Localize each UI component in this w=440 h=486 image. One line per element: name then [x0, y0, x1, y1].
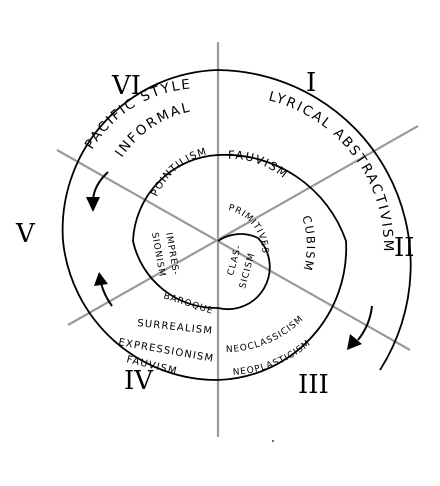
- label-classicism-line2: SICISM: [238, 252, 257, 290]
- arrow-right-lower: [347, 305, 373, 350]
- diagonal-axis-up: [67, 125, 419, 326]
- arrow-left-upper: [86, 171, 109, 212]
- stray-dot: [272, 440, 274, 442]
- numeral-three: III: [298, 370, 329, 400]
- label-pointilism: POINTILISM: [150, 146, 209, 198]
- numeral-five: V: [15, 219, 36, 249]
- numeral-six: VI: [111, 71, 141, 101]
- label-fauvism-middle: FAUVISM: [228, 148, 291, 182]
- numeral-one: I: [306, 68, 316, 98]
- spiral-path: [61, 69, 412, 381]
- diagonal-axis-down: [56, 149, 411, 351]
- arrow-left-lower: [94, 272, 113, 307]
- numeral-four: IV: [124, 366, 154, 396]
- label-baroque: BAROQUE: [162, 291, 215, 317]
- numeral-two: II: [394, 233, 415, 263]
- label-surrealism: SURREALISM: [137, 318, 214, 337]
- label-cubism: CUBISM: [299, 214, 318, 274]
